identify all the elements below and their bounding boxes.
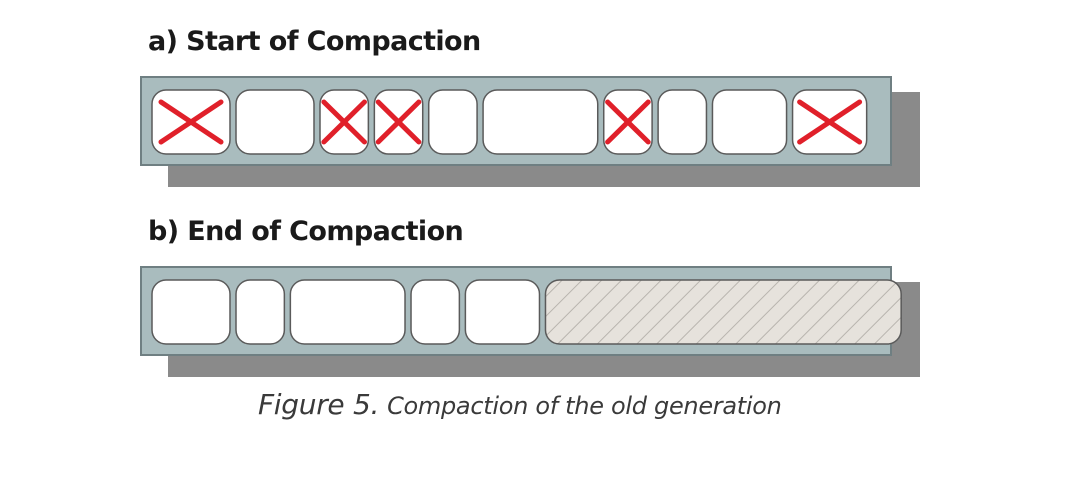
heap-start-object-box	[427, 89, 478, 155]
heap-start-object-4	[373, 89, 424, 155]
heading-start-of-compaction: a) Start of Compaction	[148, 26, 481, 57]
heap-start-container	[140, 76, 922, 188]
heap-end-object-box	[410, 279, 461, 345]
heap-end-object-box	[235, 279, 286, 345]
heap-end-object-4	[410, 279, 461, 345]
heap-end-object-3	[289, 279, 406, 345]
figure-caption-label: Figure 5.	[258, 388, 380, 421]
dead-object-x-icon	[158, 99, 224, 145]
heap-start-object-10	[791, 89, 868, 155]
heap-start-object-9	[711, 89, 788, 155]
figure-caption-text: Compaction of the old generation	[387, 392, 782, 420]
heap-start-object-box	[482, 89, 599, 155]
heap-end-object-box	[464, 279, 541, 345]
heap-end-objects	[151, 279, 902, 345]
heap-start-object-6	[482, 89, 599, 155]
heap-start-object-box	[235, 89, 315, 155]
dead-object-x-icon	[321, 99, 367, 145]
heap-start-object-box	[711, 89, 788, 155]
heap-start-object-2	[235, 89, 315, 155]
figure-caption: Figure 5.Compaction of the old generatio…	[258, 388, 782, 421]
heap-end-object-box	[151, 279, 231, 345]
dead-object-x-icon	[797, 99, 863, 145]
dead-object-x-icon	[605, 99, 651, 145]
heap-end-container	[140, 266, 922, 378]
heap-end-object-5	[464, 279, 541, 345]
heap-end-object-2	[235, 279, 286, 345]
heading-end-of-compaction: b) End of Compaction	[148, 216, 464, 247]
heap-end-free-space	[544, 279, 902, 345]
heap-start-object-8	[657, 89, 708, 155]
heap-end-object-box	[289, 279, 406, 345]
heap-end-object-6	[544, 279, 902, 345]
heap-start-object-box	[657, 89, 708, 155]
heap-start-object-3	[319, 89, 370, 155]
dead-object-x-icon	[375, 99, 422, 145]
heap-start-object-5	[427, 89, 478, 155]
heap-start-object-7	[602, 89, 653, 155]
heap-end-object-1	[151, 279, 231, 345]
heap-start-object-1	[151, 89, 231, 155]
heap-start-objects	[151, 89, 868, 155]
